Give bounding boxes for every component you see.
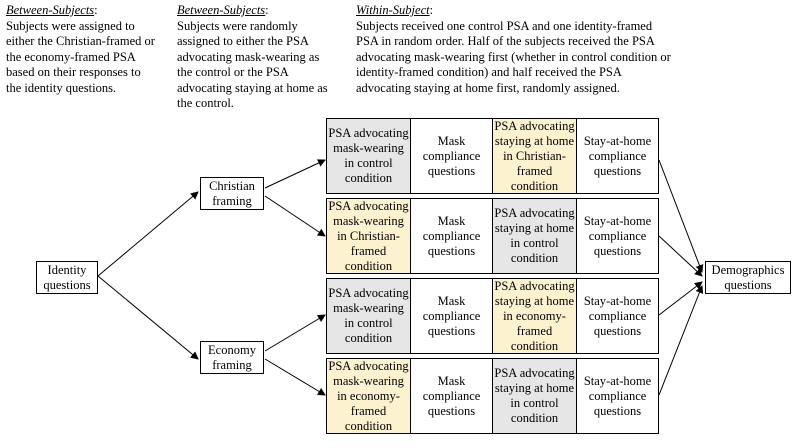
note-heading-colon: : [429,3,434,17]
row-cell-home-psa: PSA advocating staying at home in contro… [493,359,577,433]
cell-text: Stay-at-home compliance questions [583,373,652,418]
row-cell-home-psa: PSA advocating staying at home in contro… [493,199,577,273]
cell-text: PSA advocating mask-wearing in Christian… [328,198,409,273]
note-text: Subjects were assigned to either the Chr… [6,18,155,95]
arrow-row4-to-demographics [658,285,704,396]
row-cell-mask-questions: Mask compliance questions [411,119,493,193]
row-cell-home-questions: Stay-at-home compliance questions [577,119,658,193]
arrow-economy-to-row3 [264,314,326,352]
cell-text: Stay-at-home compliance questions [583,213,652,258]
row-cell-home-questions: Stay-at-home compliance questions [577,279,658,353]
arrow-row2-to-demographics [658,235,703,277]
note-heading-colon: : [265,3,269,17]
cell-text: Mask compliance questions [422,133,481,178]
cell-text: Mask compliance questions [422,213,481,258]
cell-text: PSA advocating staying at home in contro… [494,206,575,265]
cell-text: PSA advocating mask-wearing in control c… [328,286,409,345]
row-cell-mask-psa: PSA advocating mask-wearing in control c… [327,279,411,353]
note-heading: Between-Subjects [177,3,266,17]
demographics-questions-node: Demographics questions [705,261,791,294]
arrow-row1-to-demographics [658,159,704,273]
note-heading: Within-Subject [356,3,430,17]
arrow-christian-to-row1 [264,159,326,189]
row-cell-mask-psa: PSA advocating mask-wearing in Christian… [327,199,411,273]
arrow-identity-to-christian [97,191,199,277]
arrow-row3-to-demographics [658,281,703,316]
cell-text: PSA advocating staying at home in Christ… [494,118,575,193]
note-between-subjects-framing: Between-Subjects: Subjects were assigned… [6,3,156,96]
economy-framing-node: Economy framing [200,341,264,374]
arrow-economy-to-row4 [264,358,326,396]
row-cell-mask-questions: Mask compliance questions [411,359,493,433]
cell-text: Stay-at-home compliance questions [583,293,652,338]
row-cell-home-psa: PSA advocating staying at home in Christ… [493,119,577,193]
christian-framing-node: Christian framing [200,177,264,210]
condition-row-3: PSA advocating mask-wearing in control c… [326,278,659,354]
cell-text: PSA advocating staying at home in contro… [494,366,575,425]
note-text: Subjects were randomly assigned to eithe… [177,18,328,111]
row-cell-mask-psa: PSA advocating mask-wearing in economy-f… [327,359,411,433]
identity-questions-node: Identity questions [36,261,98,294]
row-cell-home-questions: Stay-at-home compliance questions [577,199,658,273]
row-cell-mask-questions: Mask compliance questions [411,199,493,273]
note-heading-colon: : [94,3,98,17]
cell-text: Mask compliance questions [422,373,481,418]
condition-row-2: PSA advocating mask-wearing in Christian… [326,198,659,274]
note-text: Subjects received one control PSA and on… [356,18,671,95]
cell-text: PSA advocating staying at home in econom… [494,278,575,353]
note-within-subject: Within-Subject: Subjects received one co… [356,3,674,96]
cell-text: PSA advocating mask-wearing in economy-f… [328,358,409,433]
node-label: Economy framing [208,342,256,372]
row-cell-mask-questions: Mask compliance questions [411,279,493,353]
note-between-subjects-control: Between-Subjects: Subjects were randomly… [177,3,337,112]
row-cell-mask-psa: PSA advocating mask-wearing in control c… [327,119,411,193]
arrow-christian-to-row2 [264,195,326,237]
cell-text: Mask compliance questions [422,293,481,338]
note-heading: Between-Subjects [6,3,95,17]
node-label: Identity questions [43,262,91,292]
row-cell-home-psa: PSA advocating staying at home in econom… [493,279,577,353]
row-cell-home-questions: Stay-at-home compliance questions [577,359,658,433]
condition-row-4: PSA advocating mask-wearing in economy-f… [326,358,659,434]
arrow-identity-to-economy [97,275,199,360]
cell-text: Stay-at-home compliance questions [583,133,652,178]
node-label: Demographics questions [711,262,785,292]
condition-row-1: PSA advocating mask-wearing in control c… [326,118,659,194]
node-label: Christian framing [209,178,255,208]
cell-text: PSA advocating mask-wearing in control c… [328,126,409,185]
